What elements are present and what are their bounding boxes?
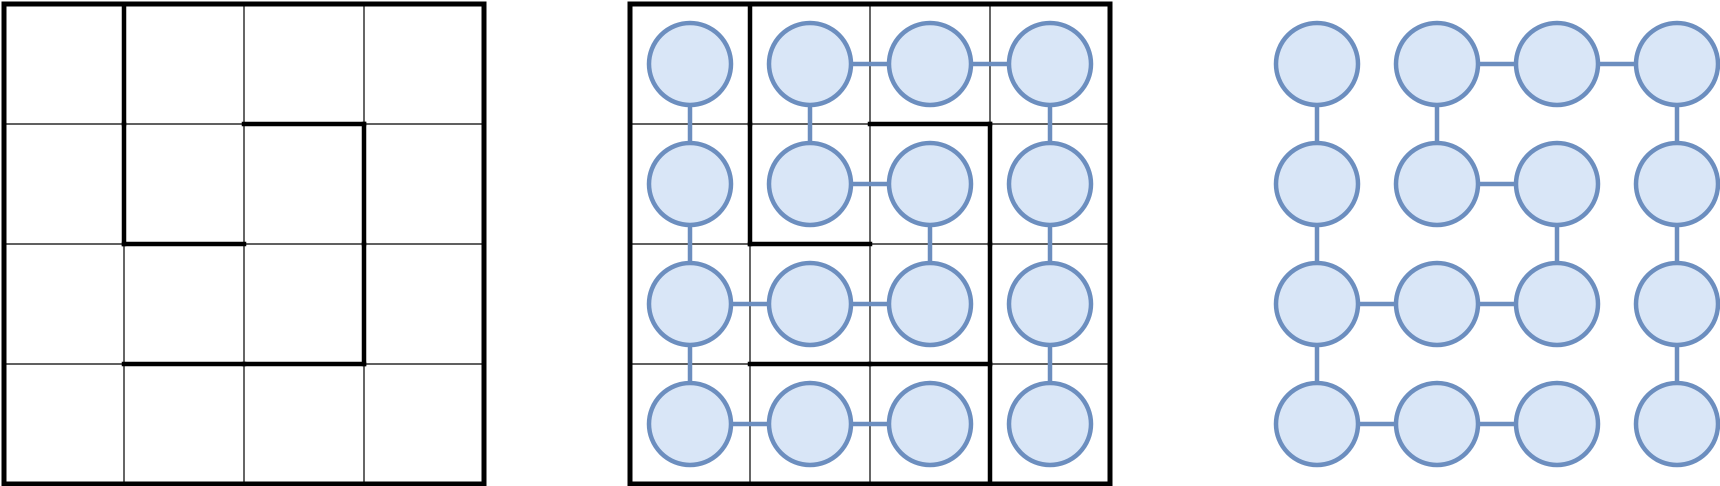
graph-node: [1393, 380, 1481, 468]
graph-node: [1273, 380, 1361, 468]
graph-node: [766, 260, 854, 348]
graph-node: [1513, 20, 1601, 108]
graph-node: [1006, 140, 1094, 228]
graph-node: [646, 260, 734, 348]
graph-node: [1006, 380, 1094, 468]
graph-node: [646, 20, 734, 108]
graph-node: [646, 140, 734, 228]
graph-node: [646, 380, 734, 468]
graph-node: [886, 380, 974, 468]
graph-node: [1006, 20, 1094, 108]
graph-node: [1513, 380, 1601, 468]
graph-node: [1273, 20, 1361, 108]
graph-node: [1393, 140, 1481, 228]
graph-node: [886, 20, 974, 108]
graph-node: [886, 140, 974, 228]
graph-node: [1393, 20, 1481, 108]
grid-border: [1, 1, 487, 486]
graph-node: [766, 380, 854, 468]
graph-node: [1393, 260, 1481, 348]
graph-node: [1633, 140, 1720, 228]
graph-node: [1633, 20, 1720, 108]
graph-node: [1273, 140, 1361, 228]
graph-node: [1273, 260, 1361, 348]
graph-node: [766, 140, 854, 228]
graph-node: [1513, 260, 1601, 348]
graph-node: [766, 20, 854, 108]
graph-node: [886, 260, 974, 348]
graph-node: [1006, 260, 1094, 348]
graph-node: [1633, 380, 1720, 468]
graph-node: [1633, 260, 1720, 348]
grid-border: [627, 1, 1113, 486]
graph-node: [1513, 140, 1601, 228]
